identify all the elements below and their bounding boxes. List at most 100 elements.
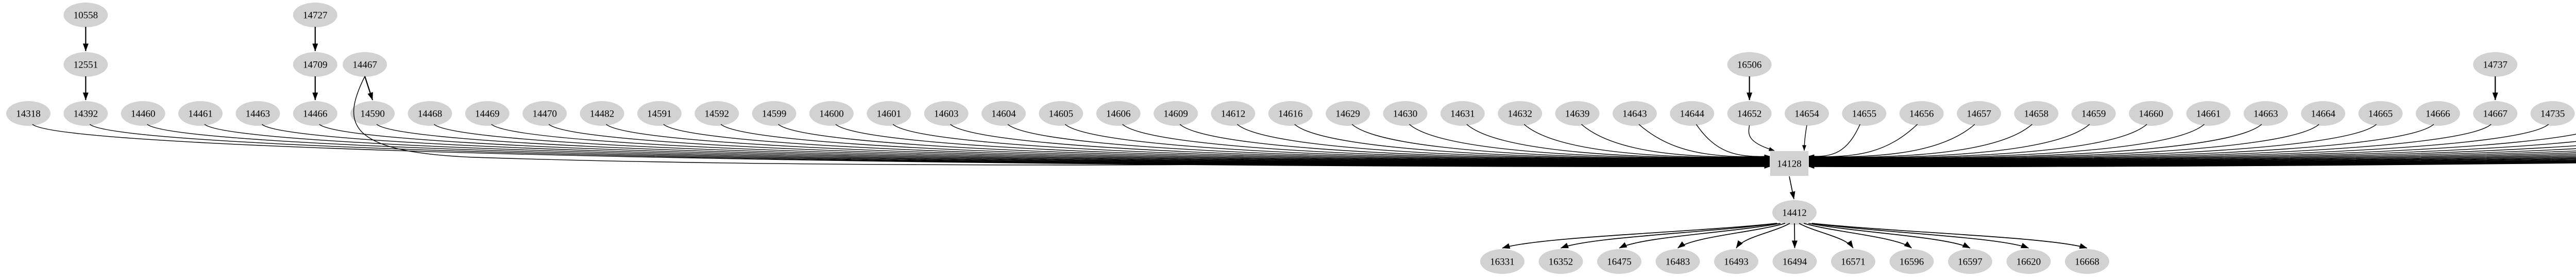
graph-node-label-14461: 14461 (188, 109, 213, 120)
graph-node-16668 (2065, 249, 2109, 274)
edge-15577-14128 (1808, 157, 2576, 167)
graph-nodes (6, 3, 2575, 274)
graph-node-label-14603: 14603 (934, 109, 959, 120)
graph-node-label-12551: 12551 (74, 60, 98, 71)
graph-node-14631 (1440, 101, 1485, 126)
edge-14654-14128 (1802, 125, 1807, 151)
graph-node-14612 (1211, 101, 1256, 126)
edge-15703-14128 (1808, 160, 2576, 168)
graph-node-label-14664: 14664 (2311, 109, 2335, 120)
graph-node-14606 (1096, 101, 1141, 126)
graph-node-labels: 1055812551141281430914318143921441214460… (16, 10, 2565, 268)
graph-node-14737 (2473, 52, 2518, 77)
graph-node-label-16494: 16494 (1783, 257, 1807, 268)
graph-node-label-14601: 14601 (877, 109, 902, 120)
graph-node-14639 (1555, 101, 1600, 126)
graph-node-14665 (2358, 101, 2403, 126)
graph-node-16620 (2006, 249, 2051, 274)
graph-node-14482 (580, 101, 624, 126)
graph-node-14664 (2301, 101, 2346, 126)
edge-14468-14128 (434, 124, 1770, 167)
edge-14482-14128 (606, 124, 1770, 166)
edge-14658-14128 (1808, 124, 2032, 159)
graph-node-label-14666: 14666 (2426, 109, 2450, 120)
edge-15025-14128 (1808, 154, 2576, 165)
edge-14466-14128 (319, 124, 1770, 167)
graph-node-label-14604: 14604 (991, 109, 1016, 120)
graph-node-label-14629: 14629 (1335, 109, 1360, 120)
edge-14412-16475 (1619, 223, 1781, 249)
edge-14644-14128 (1696, 124, 1770, 159)
graph-node-14463 (235, 101, 280, 126)
graph-node-label-14665: 14665 (2368, 109, 2393, 120)
graph-node-label-14660: 14660 (2139, 109, 2163, 120)
graph-node-label-14657: 14657 (1967, 109, 1991, 120)
graph-node-16493 (1714, 249, 1758, 274)
edge-14666-14128 (1808, 124, 2434, 162)
graph-node-label-14466: 14466 (303, 109, 328, 120)
graph-node-14467 (343, 52, 387, 77)
edge-14655-14128 (1808, 124, 1860, 159)
graph-node-label-16596: 16596 (1900, 257, 1924, 268)
graph-node-label-16668: 16668 (2075, 257, 2099, 268)
graph-node-10558 (63, 3, 108, 27)
edge-14757-14128 (1808, 145, 2576, 164)
edge-15920-14128 (1808, 161, 2576, 169)
graph-node-label-14590: 14590 (360, 109, 385, 120)
graph-node-14643 (1612, 101, 1657, 126)
edge-14467-14590 (364, 76, 374, 101)
graph-node-14657 (1957, 101, 2002, 126)
graph-node-label-14592: 14592 (705, 109, 730, 120)
edge-14612-14128 (1236, 124, 1770, 161)
edge-14469-14128 (491, 124, 1770, 166)
edge-14665-14128 (1808, 124, 2377, 162)
edge-15684-14128 (1808, 159, 2576, 167)
edge-14128-14412 (1789, 176, 1795, 200)
graph-node-label-14643: 14643 (1622, 109, 1647, 120)
edge-15702-14128 (1808, 159, 2576, 168)
edge-14412-16493 (1736, 223, 1790, 249)
graph-node-label-16571: 16571 (1841, 257, 1866, 268)
graph-node-label-14616: 14616 (1278, 109, 1303, 120)
graph-node-label-16597: 16597 (1958, 257, 1982, 268)
edge-14805-14128 (1808, 150, 2576, 165)
edge-14663-14128 (1808, 124, 2262, 161)
edge-14755-14128 (1808, 141, 2576, 163)
graph-node-label-14654: 14654 (1794, 109, 1819, 120)
graph-node-16483 (1655, 249, 1700, 274)
edge-14309-14128 (1808, 162, 2576, 169)
edge-15335-14128 (1808, 155, 2576, 166)
graph-node-14658 (2014, 101, 2059, 126)
graph-node-14666 (2415, 101, 2460, 126)
graph-node-label-14599: 14599 (762, 109, 787, 120)
graph-node-16331 (1480, 249, 1524, 274)
edge-15772-14128 (1808, 161, 2576, 168)
graph-node-label-14656: 14656 (1909, 109, 1934, 120)
graph-node-14667 (2473, 101, 2518, 126)
graph-node-label-14632: 14632 (1507, 109, 1532, 120)
graph-node-14412 (1772, 200, 1817, 225)
edge-14590-14128 (376, 124, 1770, 167)
edge-14412-16331 (1502, 223, 1777, 249)
graph-node-label-14735: 14735 (2540, 109, 2565, 120)
graph-node-14660 (2129, 101, 2174, 126)
edge-14664-14128 (1808, 124, 2319, 161)
graph-node-label-14392: 14392 (74, 109, 98, 120)
graph-node-label-14663: 14663 (2253, 109, 2278, 120)
graph-node-label-14463: 14463 (246, 109, 270, 120)
graph-node-label-14412: 14412 (1782, 208, 1807, 219)
edge-14735-14128 (1808, 124, 2549, 163)
graph-node-16597 (1948, 249, 1992, 274)
edge-14632-14128 (1523, 124, 1770, 160)
edge-15674-14128 (1808, 158, 2576, 167)
graph-node-label-14659: 14659 (2081, 109, 2106, 120)
graph-node-14605 (1039, 101, 1083, 126)
graph-node-label-14655: 14655 (1852, 109, 1877, 120)
edge-14652-14128 (1748, 125, 1775, 151)
graph-node-14661 (2186, 101, 2231, 126)
edge-14392-14128 (89, 124, 1770, 169)
graph-node-14654 (1785, 101, 1829, 126)
graph-node-label-16506: 16506 (1737, 60, 1762, 71)
